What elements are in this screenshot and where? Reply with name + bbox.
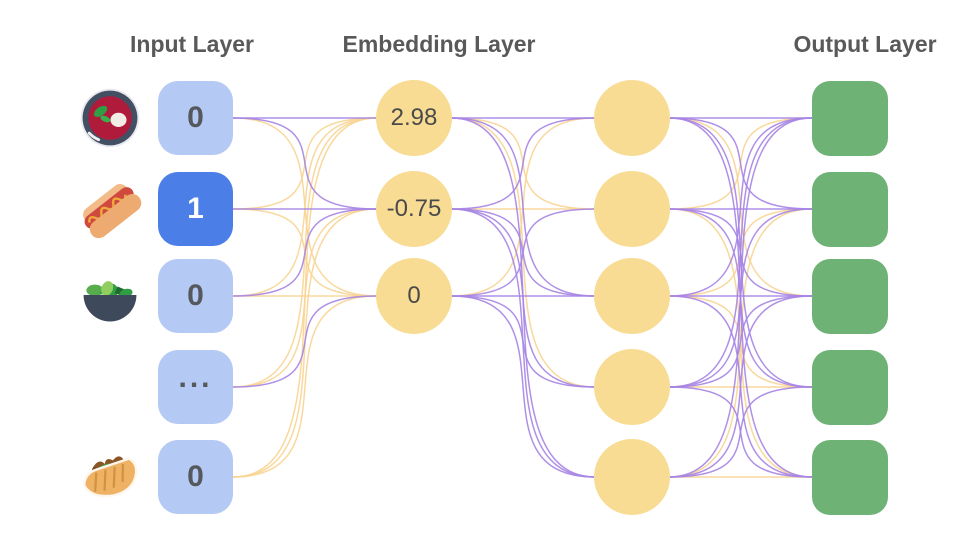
connection-line <box>668 295 813 388</box>
input-node-3: 0 <box>158 259 233 333</box>
connection-line <box>668 117 813 388</box>
connection-line <box>232 208 378 297</box>
hidden-node-2 <box>594 171 670 247</box>
connection-line <box>668 295 813 478</box>
pita-wrap-icon <box>82 456 138 498</box>
input-node-3-value: 0 <box>187 279 204 312</box>
connection-line <box>668 386 813 478</box>
connection-line <box>450 208 596 388</box>
embedding-node-3: 0 <box>376 258 452 334</box>
connection-line <box>232 295 378 388</box>
input-node-1: 0 <box>158 81 233 155</box>
input-node-ellipsis: ... <box>158 350 233 424</box>
hidden-node-4 <box>594 349 670 425</box>
borscht-soup-icon <box>80 88 140 148</box>
embedding-layer-title: Embedding Layer <box>342 31 536 57</box>
hidden-node-3 <box>594 258 670 334</box>
output-node-3 <box>812 259 888 334</box>
embedding-node-2: -0.75 <box>376 171 452 247</box>
input-node-5-value: 0 <box>187 460 204 493</box>
hidden-node-1 <box>594 80 670 156</box>
output-layer-title: Output Layer <box>793 31 937 57</box>
connection-line <box>668 117 813 210</box>
input-node-2-value: 1 <box>187 192 204 225</box>
input-node-2-active: 1 <box>158 172 233 246</box>
connection-line <box>450 117 596 297</box>
embedding-node-1-value: 2.98 <box>390 104 438 131</box>
embedding-node-1: 2.98 <box>376 80 452 156</box>
connection-line <box>450 295 596 388</box>
connection-line <box>232 117 378 297</box>
connection-line <box>668 117 813 478</box>
salad-bowl-icon <box>83 281 137 322</box>
connection-line <box>232 295 378 478</box>
output-node-4 <box>812 350 888 425</box>
hidden-node-5 <box>594 439 670 515</box>
hotdog-icon <box>83 184 142 239</box>
connection-line <box>450 208 596 297</box>
connection-line <box>232 117 378 210</box>
connection-line <box>668 117 813 297</box>
output-node-2 <box>812 172 888 247</box>
connection-line <box>232 117 378 478</box>
connection-line <box>450 117 596 210</box>
output-node-1 <box>812 81 888 156</box>
input-layer-title: Input Layer <box>130 31 254 57</box>
embedding-node-2-value: -0.75 <box>386 195 442 222</box>
input-node-5: 0 <box>158 440 233 514</box>
input-node-ellipsis-value: ... <box>178 361 213 394</box>
output-node-5 <box>812 440 888 515</box>
embedding-node-3-value: 0 <box>407 282 421 309</box>
input-node-1-value: 0 <box>187 101 204 134</box>
connection-line <box>450 295 596 478</box>
